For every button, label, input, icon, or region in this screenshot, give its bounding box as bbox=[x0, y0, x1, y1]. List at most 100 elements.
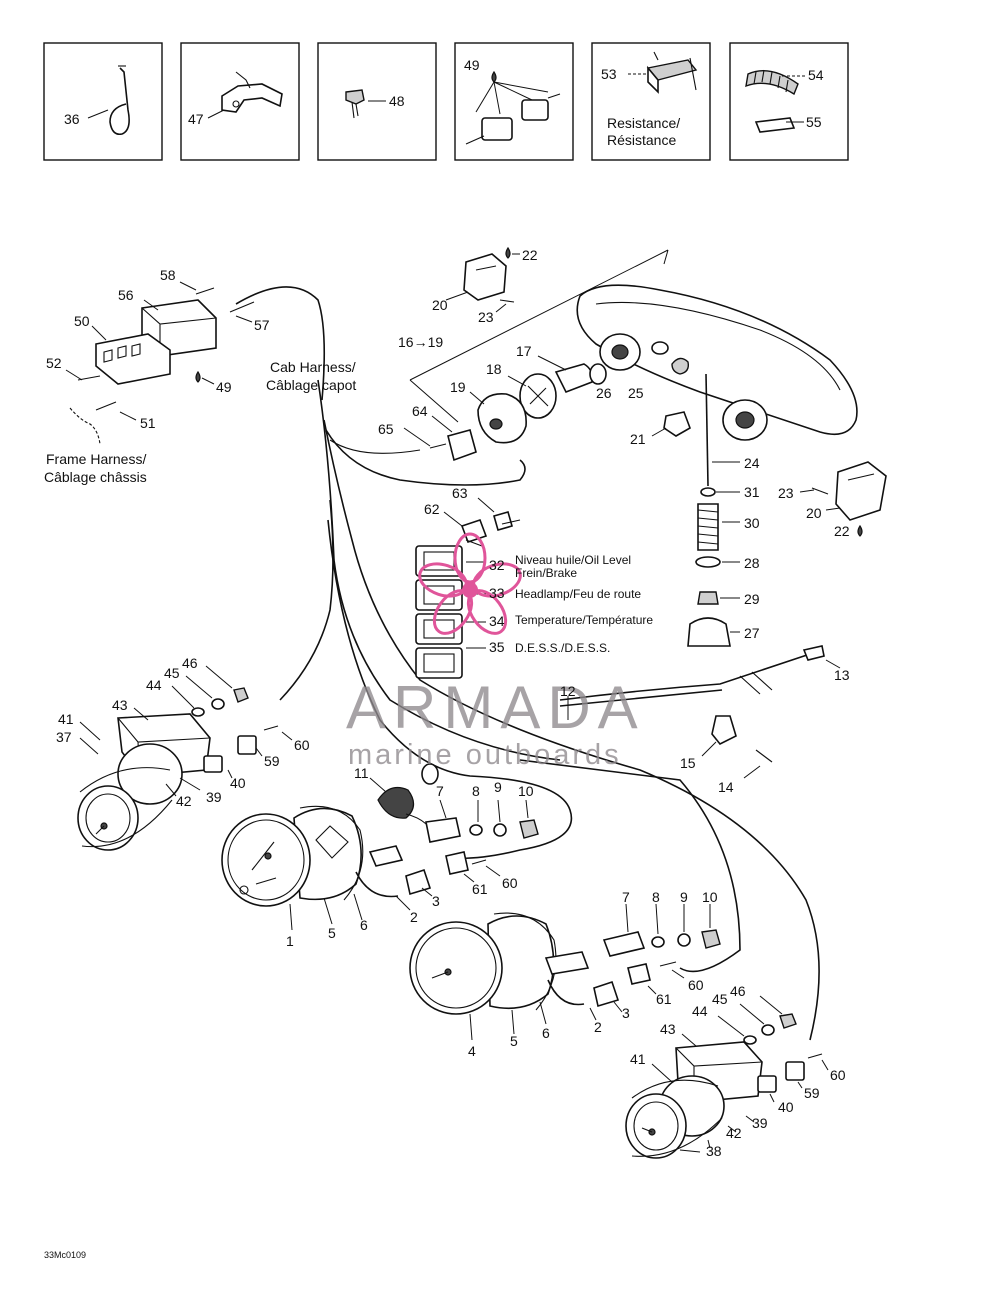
callout-64: 64 bbox=[412, 403, 428, 419]
callout-52: 52 bbox=[46, 355, 62, 371]
box-47: 47 bbox=[180, 42, 300, 161]
callout-42a: 42 bbox=[176, 793, 192, 809]
callout-6b: 6 bbox=[542, 1025, 550, 1041]
callout-7a: 7 bbox=[436, 783, 444, 799]
watermark-subtitle: marine outboards bbox=[348, 739, 622, 771]
callout-39a: 39 bbox=[206, 789, 222, 805]
bracket-20-right bbox=[799, 461, 887, 537]
callout-58: 58 bbox=[160, 267, 176, 283]
callout-17: 17 bbox=[516, 343, 532, 359]
gauge-38 bbox=[625, 995, 829, 1159]
callout-59a: 59 bbox=[264, 753, 280, 769]
bracket-20-top bbox=[445, 246, 520, 313]
callout-3a: 3 bbox=[432, 893, 440, 909]
callout-49a: 49 bbox=[464, 57, 480, 73]
callout-36: 36 bbox=[64, 111, 80, 127]
callout-2a: 2 bbox=[410, 909, 418, 925]
callout-51: 51 bbox=[140, 415, 156, 431]
sensor-11 bbox=[369, 763, 539, 883]
callout-33: 33 bbox=[489, 585, 505, 601]
callout-40b: 40 bbox=[778, 1099, 794, 1115]
callout-32: 32 bbox=[489, 557, 505, 573]
callout-14: 14 bbox=[718, 779, 734, 795]
callout-47: 47 bbox=[188, 111, 204, 127]
connector-block-50-56 bbox=[65, 281, 255, 445]
clip-21 bbox=[651, 411, 691, 437]
callout-1: 1 bbox=[286, 933, 294, 949]
callout-39b: 39 bbox=[752, 1115, 768, 1131]
callout-37: 37 bbox=[56, 729, 72, 745]
callout-59b: 59 bbox=[804, 1085, 820, 1101]
callout-46b: 46 bbox=[730, 983, 746, 999]
clip-15 bbox=[701, 715, 773, 779]
callout-55: 55 bbox=[806, 114, 822, 130]
callout-8a: 8 bbox=[472, 783, 480, 799]
connector-64-65 bbox=[403, 415, 477, 462]
callout-19: 19 bbox=[450, 379, 466, 395]
switch-label-33: Headlamp/Feu de route bbox=[515, 587, 641, 601]
callout-10b: 10 bbox=[702, 889, 718, 905]
callout-20a: 20 bbox=[432, 297, 448, 313]
callout-45a: 45 bbox=[164, 665, 180, 681]
callout-21: 21 bbox=[630, 431, 646, 447]
harness-cables bbox=[235, 286, 820, 1041]
watermark: ARMADA marine outboards bbox=[346, 532, 645, 771]
switch-label-34: Temperature/Température bbox=[515, 613, 653, 627]
gauge-4 bbox=[409, 903, 721, 1041]
callout-23b: 23 bbox=[778, 485, 794, 501]
callout-60a: 60 bbox=[294, 737, 310, 753]
callout-31: 31 bbox=[744, 484, 760, 500]
callout-46a: 46 bbox=[182, 655, 198, 671]
callout-11: 11 bbox=[354, 765, 369, 781]
callout-44a: 44 bbox=[146, 677, 162, 693]
callout-4: 4 bbox=[468, 1043, 476, 1059]
callout-13: 13 bbox=[834, 667, 850, 683]
callout-7b: 7 bbox=[622, 889, 630, 905]
box-54-55: 54 55 bbox=[729, 42, 849, 161]
resistance-label-fr: Résistance bbox=[607, 132, 676, 148]
callout-20b: 20 bbox=[806, 505, 822, 521]
callout-34: 34 bbox=[489, 613, 505, 629]
callout-50: 50 bbox=[74, 313, 90, 329]
frame-harness-label-fr: Câblage châssis bbox=[44, 469, 147, 485]
callout-42b: 42 bbox=[726, 1125, 742, 1141]
headlamp-bracket-line bbox=[409, 249, 669, 423]
frame-harness-label-en: Frame Harness/ bbox=[46, 451, 146, 467]
callout-10a: 10 bbox=[518, 783, 534, 799]
callout-53: 53 bbox=[601, 66, 617, 82]
headlamp-housing bbox=[576, 284, 858, 441]
cab-harness-label-fr: Câblage capot bbox=[266, 377, 356, 393]
callout-29: 29 bbox=[744, 591, 760, 607]
callout-23a: 23 bbox=[478, 309, 494, 325]
box-49: 49 bbox=[454, 42, 574, 161]
callout-9a: 9 bbox=[494, 779, 502, 795]
callout-25: 25 bbox=[628, 385, 644, 401]
bulb-17 bbox=[537, 355, 607, 394]
callout-60c: 60 bbox=[688, 977, 704, 993]
watermark-title: ARMADA bbox=[346, 674, 645, 741]
adjust-24-31 bbox=[687, 373, 740, 647]
callout-61b: 61 bbox=[656, 991, 672, 1007]
callout-38: 38 bbox=[706, 1143, 722, 1159]
callout-63: 63 bbox=[452, 485, 468, 501]
diagram-code: 33Mc0109 bbox=[44, 1250, 86, 1260]
callout-41b: 41 bbox=[630, 1051, 646, 1067]
callout-9b: 9 bbox=[680, 889, 688, 905]
callout-22a: 22 bbox=[522, 247, 538, 263]
callout-3b: 3 bbox=[622, 1005, 630, 1021]
callout-2b: 2 bbox=[594, 1019, 602, 1035]
callout-65: 65 bbox=[378, 421, 394, 437]
callout-56: 56 bbox=[118, 287, 134, 303]
callout-48: 48 bbox=[389, 93, 405, 109]
socket-18 bbox=[507, 373, 557, 419]
callout-12: 12 bbox=[560, 683, 576, 699]
callout-27: 27 bbox=[744, 625, 760, 641]
resistance-label-en: Resistance/ bbox=[607, 115, 680, 131]
callout-62: 62 bbox=[424, 501, 440, 517]
callout-60d: 60 bbox=[830, 1067, 846, 1083]
switch-label-35: D.E.S.S./D.E.S.S. bbox=[515, 641, 610, 655]
range-16-19: 16→19 bbox=[398, 334, 443, 350]
box-48: 48 bbox=[317, 42, 437, 161]
callout-49b: 49 bbox=[216, 379, 232, 395]
